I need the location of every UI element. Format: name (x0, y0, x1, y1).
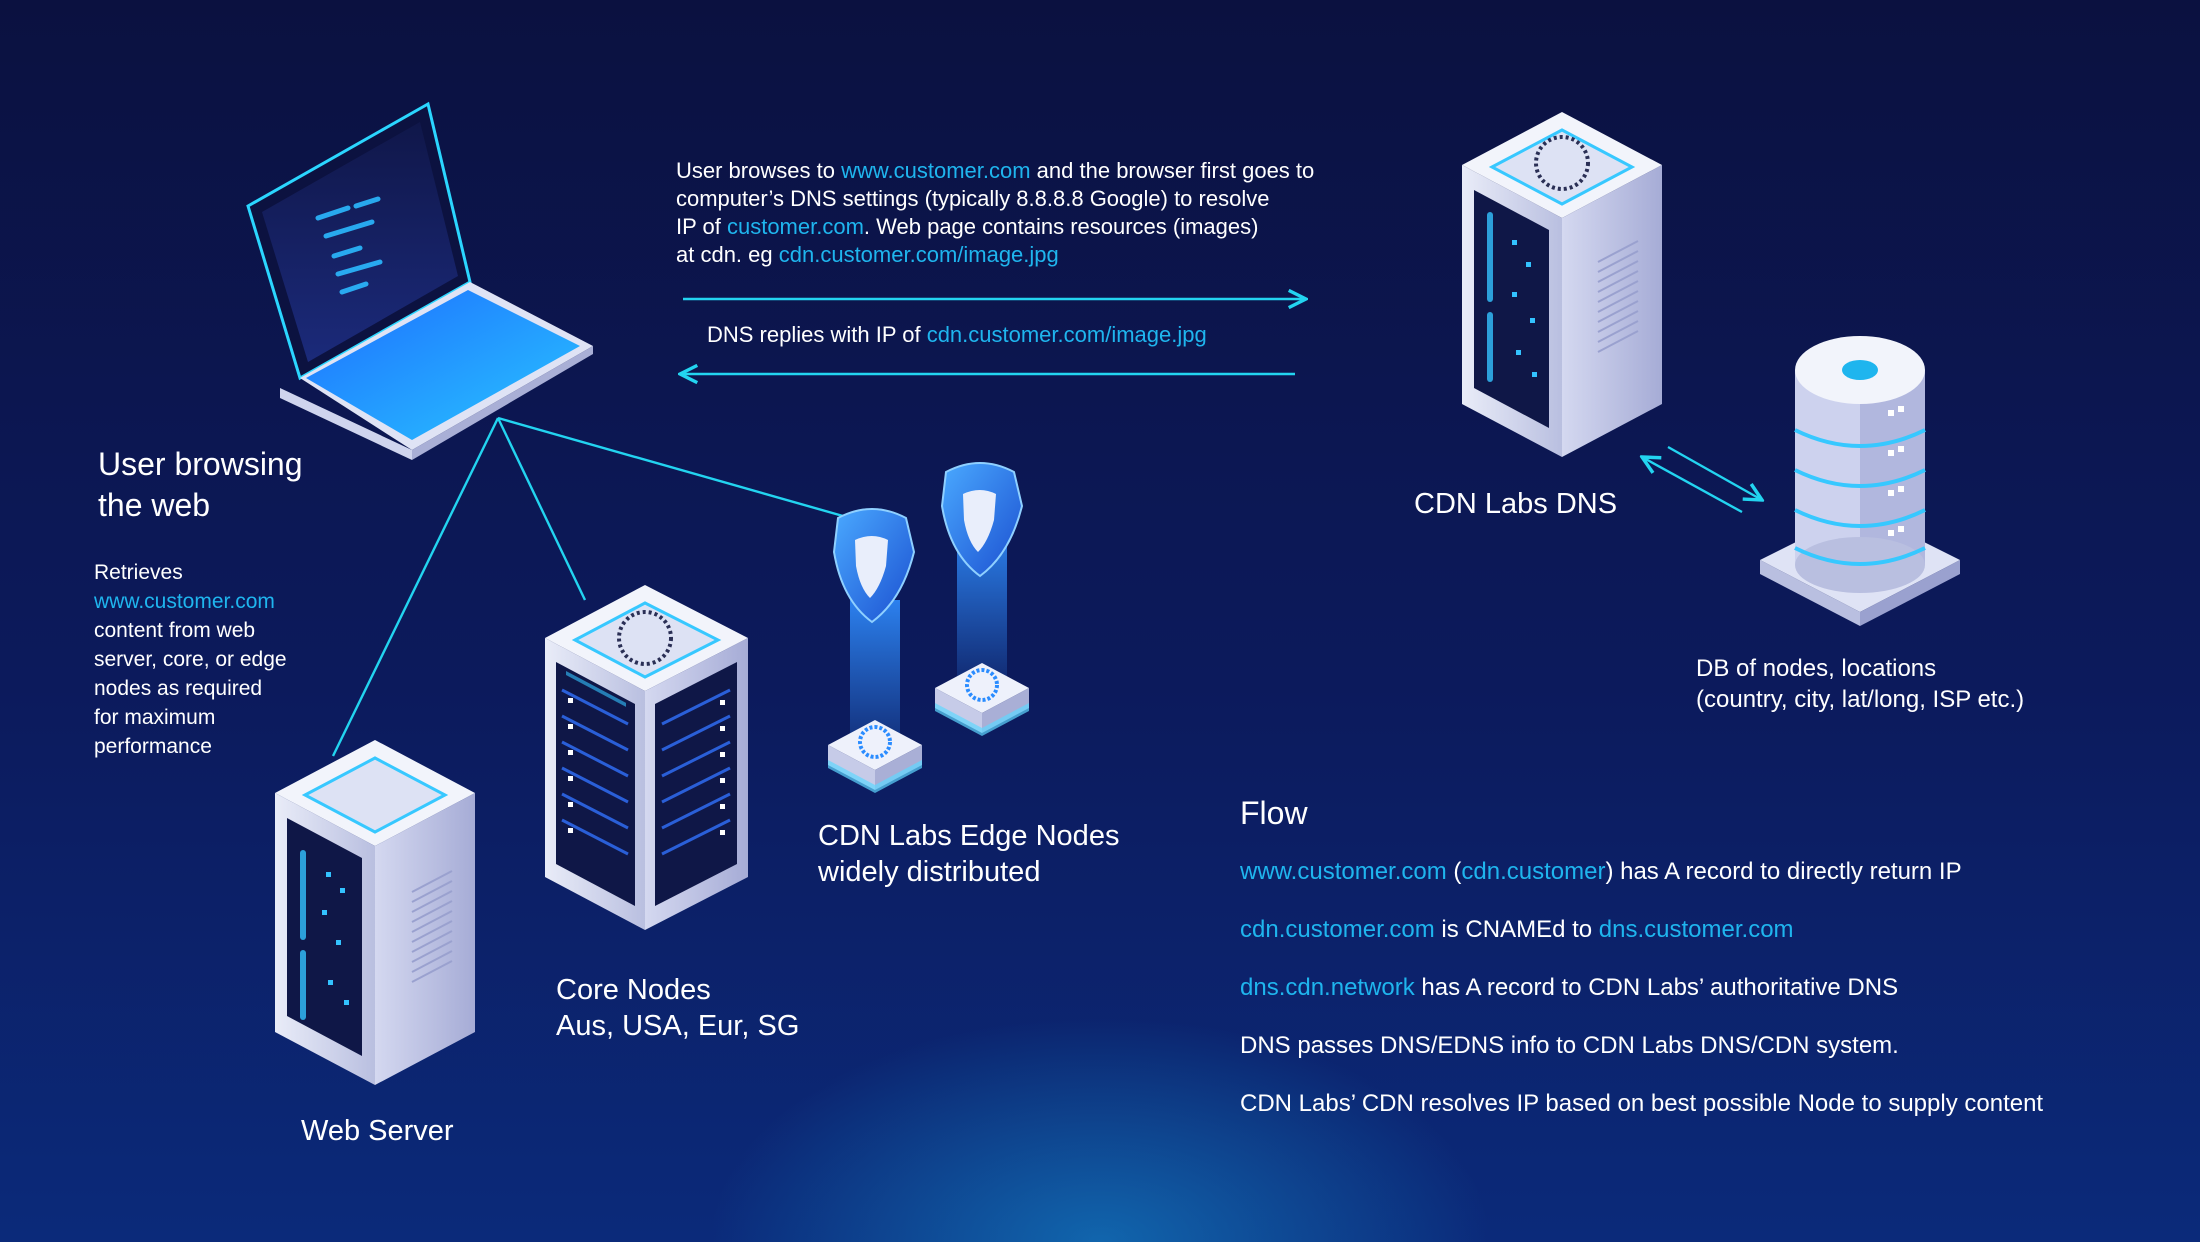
database-label: DB of nodes, locations (country, city, l… (1696, 655, 2025, 713)
connector-lines (331, 416, 851, 757)
laptop-icon (246, 101, 593, 460)
database-icon (1760, 336, 1960, 626)
flow-step-2: cdn.customer.com is CNAMEd to dns.custom… (1240, 916, 1794, 943)
flow-step-3: dns.cdn.network has A record to CDN Labs… (1240, 974, 1899, 1001)
user-note: Retrieves www.customer.com content from … (94, 561, 287, 758)
user-browsing-label: User browsing the web (98, 446, 303, 523)
request-note: User browses to www.customer.com and the… (676, 157, 1314, 269)
web-server-icon (275, 740, 475, 1085)
customer-link[interactable]: www.customer.com (841, 158, 1031, 183)
request-note-line-2: computer’s DNS settings (typically 8.8.8… (676, 186, 1270, 211)
cdn-customer-link[interactable]: cdn.customer.com (1240, 916, 1435, 943)
request-note-line-3: IP of customer.com. Web page contains re… (676, 214, 1259, 239)
cdn-dns-label: CDN Labs DNS (1414, 488, 1618, 520)
flow-step-5: CDN Labs’ CDN resolves IP based on best … (1240, 1090, 2044, 1117)
customer-domain-link[interactable]: customer.com (726, 214, 864, 239)
connector-web-server (331, 417, 500, 757)
dns-customer-link[interactable]: dns.customer.com (1598, 916, 1794, 943)
core-nodes-label: Core Nodes Aus, USA, Eur, SG (556, 974, 800, 1042)
flow-step-1: www.customer.com (cdn.customer) has A re… (1240, 858, 1962, 885)
cdn-image-link[interactable]: cdn.customer.com/image.jpg (778, 242, 1059, 267)
customer-link[interactable]: www.customer.com (94, 590, 275, 613)
request-note-line-1: User browses to www.customer.com and the… (676, 158, 1315, 183)
dns-cdn-network-link[interactable]: dns.cdn.network (1240, 974, 1415, 1001)
flow-title: Flow (1240, 795, 1308, 831)
reply-note: DNS replies with IP of cdn.customer.com/… (707, 322, 1207, 347)
web-server-label: Web Server (301, 1115, 454, 1147)
edge-node-icon (935, 462, 1029, 736)
dns-db-exchange-arrows (1642, 445, 1762, 514)
request-note-line-4: at cdn. eg cdn.customer.com/image.jpg (676, 242, 1059, 267)
cdn-customer-link[interactable]: cdn.customer (1461, 858, 1606, 885)
cdn-image-link[interactable]: cdn.customer.com/image.jpg (926, 322, 1207, 347)
connector-core-nodes (496, 417, 587, 601)
core-nodes-icon (545, 585, 748, 930)
edge-nodes-label: CDN Labs Edge Nodes widely distributed (818, 820, 1120, 888)
cdn-dns-icon (1462, 112, 1662, 457)
connector-edge-nodes (497, 416, 851, 520)
customer-link[interactable]: www.customer.com (1240, 858, 1447, 885)
edge-node-icon (828, 508, 922, 793)
flow-step-4: DNS passes DNS/EDNS info to CDN Labs DNS… (1240, 1032, 1899, 1059)
